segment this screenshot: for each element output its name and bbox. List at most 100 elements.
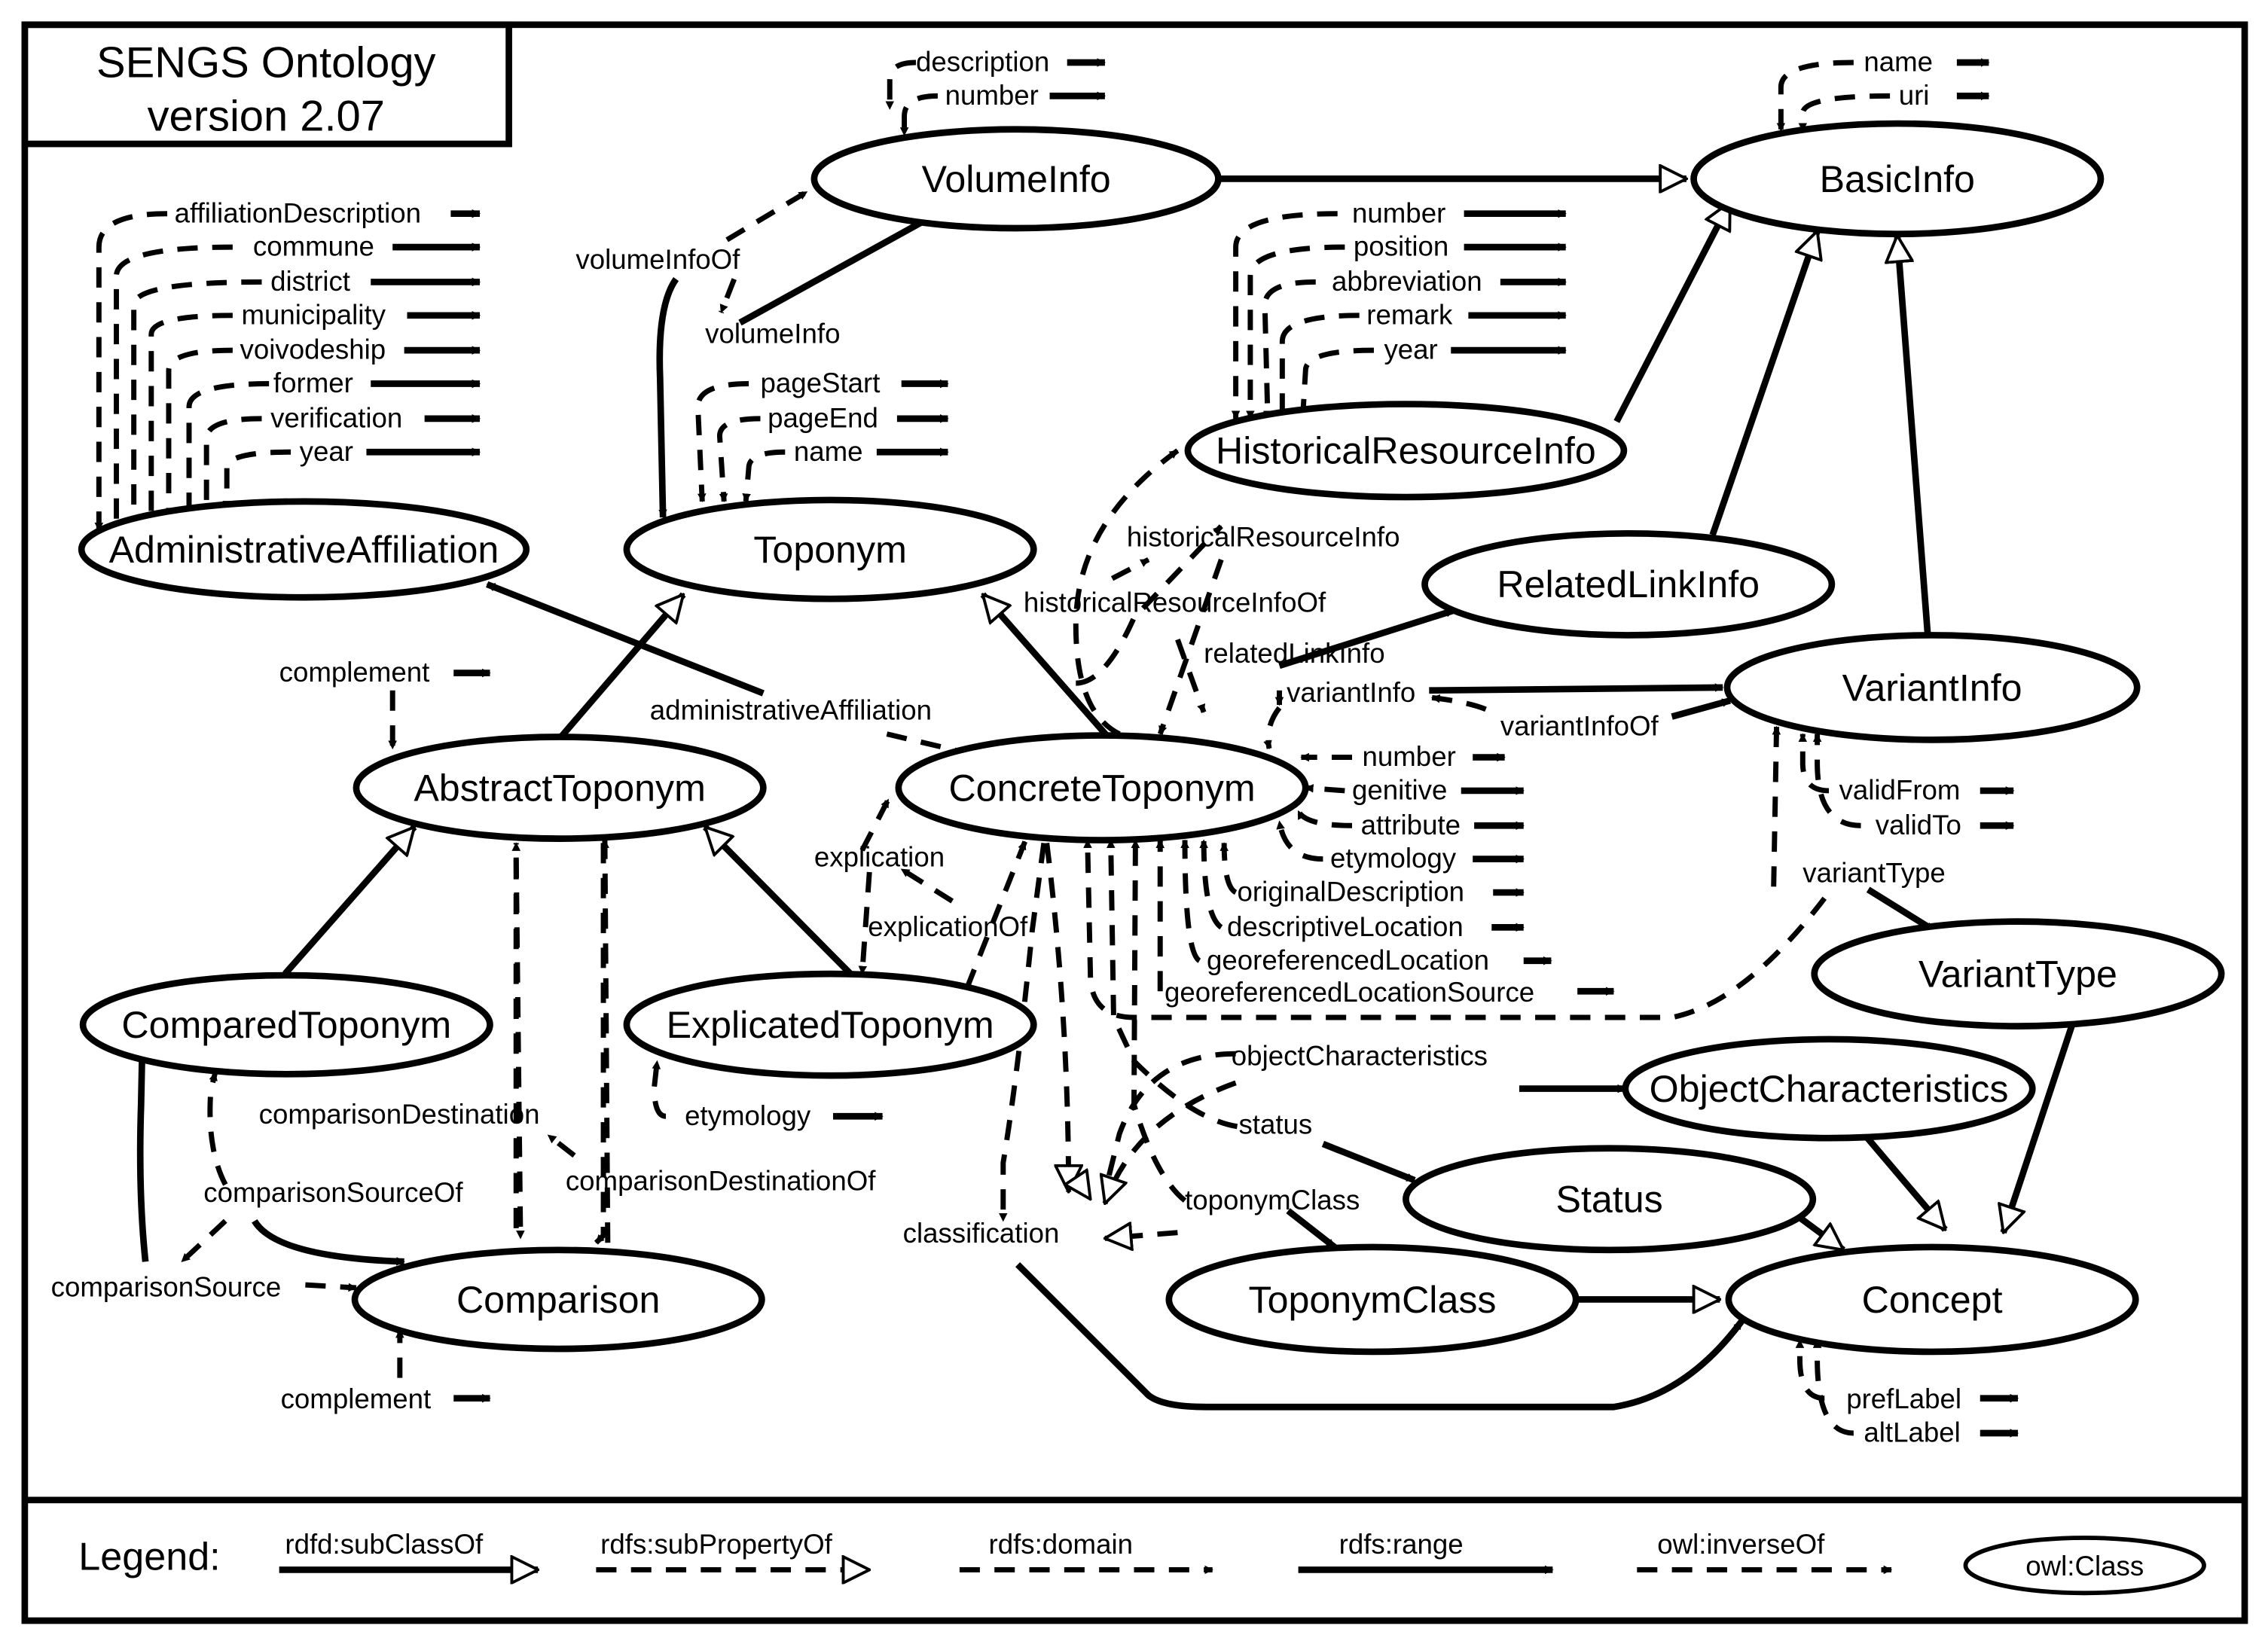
legend-inverseof: owl:inverseOf (1637, 1529, 1893, 1575)
title-line-1: SENGS Ontology (96, 38, 436, 87)
class-variant-type[interactable]: VariantType (1811, 918, 2225, 1029)
ct-prop-5: descriptiveLocation (1227, 911, 1464, 942)
top-prop-0: pageStart (760, 368, 880, 398)
hri-prop-1: position (1354, 231, 1448, 262)
volume-info-of-label: volumeInfoOf (575, 244, 740, 275)
concept-prop-0: prefLabel (1846, 1383, 1961, 1414)
explication-label: explication (814, 841, 945, 872)
title-line-2: version 2.07 (148, 93, 385, 141)
svg-text:VolumeInfo: VolumeInfo (922, 158, 1111, 200)
legend-label: Legend: (78, 1535, 220, 1578)
historical-resource-info-of-label: historicalResourceInfoOf (1024, 587, 1326, 618)
legend: Legend: rdfd:subClassOf rdfs:subProperty… (78, 1529, 2206, 1596)
svg-text:rdfs:domain: rdfs:domain (988, 1529, 1133, 1560)
class-basic-info[interactable]: BasicInfo (1690, 120, 2105, 238)
aa-prop-0: affiliationDescription (175, 197, 421, 228)
class-abstract-toponym[interactable]: AbstractToponym (353, 734, 767, 842)
status-label: status (1238, 1109, 1312, 1139)
top-prop-1: pageEnd (768, 402, 878, 433)
ct-prop-4: originalDescription (1238, 877, 1465, 907)
object-characteristics-label: objectCharacteristics (1232, 1041, 1488, 1072)
svg-text:AbstractToponym: AbstractToponym (414, 767, 706, 809)
class-toponym[interactable]: Toponym (623, 496, 1037, 602)
related-link-info-label: relatedLinkInfo (1204, 638, 1384, 669)
complement-bottom-label: complement (281, 1383, 432, 1414)
comparison-destination-of-label: comparisonDestinationOf (566, 1166, 876, 1197)
complement-top-label: complement (279, 657, 430, 688)
legend-class: owl:Class (1963, 1536, 2206, 1596)
concept-prop-1: altLabel (1864, 1417, 1960, 1448)
class-volume-info[interactable]: VolumeInfo (810, 126, 1222, 232)
class-concrete-toponym[interactable]: ConcreteToponym (895, 732, 1309, 843)
legend-range: rdfs:range (1298, 1529, 1554, 1575)
class-concept[interactable]: Concept (1725, 1243, 2139, 1356)
edges (94, 58, 2075, 1438)
variant-type-label: variantType (1802, 858, 1946, 889)
toponym-class-label: toponymClass (1185, 1185, 1360, 1215)
svg-text:owl:inverseOf: owl:inverseOf (1657, 1529, 1825, 1560)
aa-prop-7: year (300, 436, 353, 467)
class-object-characteristics[interactable]: ObjectCharacteristics (1622, 1036, 2036, 1142)
ct-prop-7: georeferencedLocationSource (1165, 977, 1534, 1008)
svg-text:rdfd:subClassOf: rdfd:subClassOf (285, 1529, 484, 1560)
etymology-label: etymology (685, 1100, 811, 1131)
class-historical-resource-info[interactable]: HistoricalResourceInfo (1184, 401, 1628, 501)
aa-prop-1: commune (253, 231, 374, 262)
ct-prop-2: attribute (1361, 810, 1461, 840)
comparison-source-label: comparisonSource (51, 1272, 282, 1303)
explication-of-label: explicationOf (868, 911, 1028, 942)
svg-text:AdministrativeAffiliation: AdministrativeAffiliation (109, 529, 499, 571)
comparison-source-of-label: comparisonSourceOf (203, 1177, 463, 1208)
svg-text:HistoricalResourceInfo: HistoricalResourceInfo (1216, 430, 1596, 472)
class-administrative-affiliation[interactable]: AdministrativeAffiliation (78, 498, 530, 601)
svg-text:rdfs:subPropertyOf: rdfs:subPropertyOf (600, 1529, 832, 1560)
historical-resource-info-label: historicalResourceInfo (1127, 522, 1400, 553)
svg-text:VariantInfo: VariantInfo (1842, 666, 2022, 709)
title-box: SENGS Ontology version 2.07 (21, 21, 512, 148)
svg-text:rdfs:range: rdfs:range (1339, 1529, 1464, 1560)
svg-text:Concept: Concept (1862, 1279, 2003, 1321)
hri-prop-3: remark (1366, 299, 1453, 330)
top-prop-2: name (794, 436, 863, 467)
bi-prop-1: uri (1899, 80, 1930, 111)
aa-prop-3: municipality (241, 299, 386, 330)
svg-text:ConcreteToponym: ConcreteToponym (948, 767, 1255, 809)
comparison-destination-label: comparisonDestination (259, 1099, 540, 1130)
aa-prop-2: district (270, 266, 350, 297)
svg-text:ExplicatedToponym: ExplicatedToponym (667, 1004, 994, 1046)
class-comparison[interactable]: Comparison (351, 1246, 765, 1353)
class-related-link-info[interactable]: RelatedLinkInfo (1421, 529, 1836, 639)
class-compared-toponym[interactable]: ComparedToponym (79, 971, 493, 1078)
svg-text:Comparison: Comparison (456, 1279, 660, 1321)
class-explicated-toponym[interactable]: ExplicatedToponym (623, 970, 1037, 1079)
svg-text:owl:Class: owl:Class (2025, 1551, 2144, 1582)
volume-info-label: volumeInfo (705, 318, 840, 349)
vi-prop-1: number (945, 80, 1039, 111)
svg-text:Toponym: Toponym (753, 529, 907, 571)
aa-prop-5: former (273, 368, 353, 398)
ct-prop-0: number (1363, 741, 1456, 772)
class-toponym-class[interactable]: ToponymClass (1165, 1243, 1580, 1356)
legend-subpropertyof: rdfs:subPropertyOf (596, 1529, 869, 1569)
legend-subclassof: rdfd:subClassOf (279, 1529, 539, 1569)
svg-text:Status: Status (1555, 1179, 1662, 1221)
svg-text:VariantType: VariantType (1918, 953, 2117, 995)
ct-prop-6: georeferencedLocation (1207, 944, 1489, 975)
hri-prop-4: year (1384, 334, 1437, 365)
hri-prop-0: number (1352, 197, 1445, 228)
ct-prop-1: genitive (1352, 775, 1447, 806)
svg-text:ComparedToponym: ComparedToponym (121, 1004, 451, 1046)
class-nodes: VolumeInfo BasicInfo HistoricalResourceI… (78, 120, 2225, 1356)
aa-prop-6: verification (270, 402, 402, 433)
vi-prop-0: description (916, 47, 1049, 78)
class-status[interactable]: Status (1403, 1145, 1817, 1254)
hri-prop-2: abbreviation (1332, 266, 1482, 297)
svg-text:RelatedLinkInfo: RelatedLinkInfo (1497, 563, 1760, 605)
svg-text:BasicInfo: BasicInfo (1820, 158, 1975, 200)
aa-prop-4: voivodeship (240, 334, 386, 365)
class-variant-info[interactable]: VariantInfo (1723, 632, 2141, 743)
classification-label: classification (903, 1218, 1060, 1249)
bi-prop-0: name (1864, 47, 1933, 78)
variant-info-label: variantInfo (1287, 677, 1415, 708)
